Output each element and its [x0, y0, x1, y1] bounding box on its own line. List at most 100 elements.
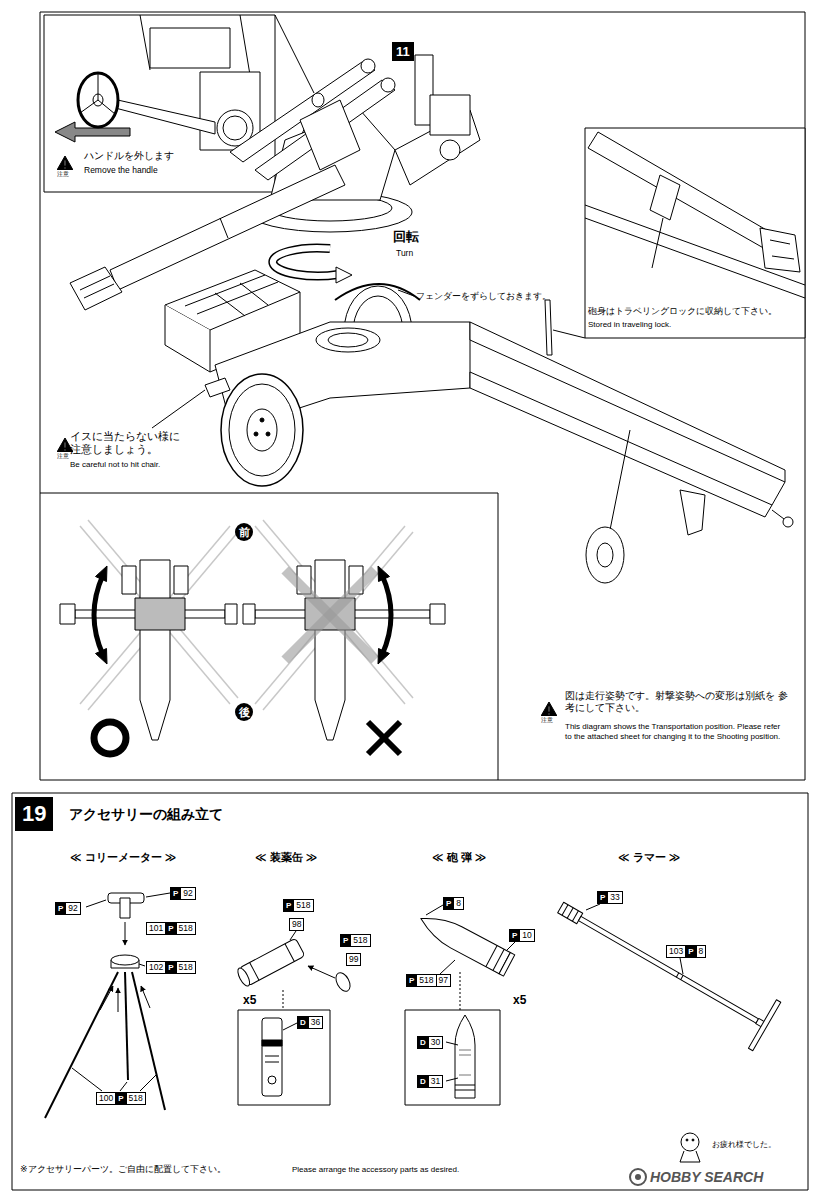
inset-handle	[275, 15, 314, 93]
part-number: 103	[666, 945, 686, 958]
part-number: 10	[519, 929, 534, 942]
charge-can	[268, 1076, 276, 1084]
part-number: 518	[293, 899, 313, 912]
top-view-ok	[135, 598, 185, 630]
top-view-ng	[378, 566, 390, 582]
mascot	[680, 1151, 700, 1162]
part-number: 518	[416, 974, 436, 987]
rammer	[676, 973, 679, 977]
warning-caption: 注意	[57, 171, 69, 178]
watermark: HOBBY SEARCH	[650, 1169, 763, 1186]
part-number: 92	[65, 902, 80, 915]
note-text: ※アクセサリーパーツ。ご自由に配置して下さい。	[20, 1164, 226, 1175]
carriage	[266, 432, 270, 436]
warning-icon	[57, 156, 73, 170]
shell	[455, 1085, 475, 1086]
carriage	[553, 330, 585, 338]
panel-frame	[498, 493, 499, 780]
inset-lock	[588, 132, 775, 250]
carriage	[597, 543, 613, 567]
note-text: フェンダーをずらしておきます。	[416, 291, 551, 302]
carriage	[215, 293, 245, 316]
carriage	[328, 333, 368, 347]
carriage	[165, 305, 210, 372]
charge-can	[333, 970, 353, 993]
rammer	[562, 905, 568, 915]
turn-arrow	[273, 248, 352, 283]
charge-can	[283, 990, 284, 1010]
shell	[455, 1090, 475, 1091]
watermark-logo	[635, 1174, 641, 1180]
part-number: 518	[176, 961, 196, 974]
collimator	[120, 898, 130, 918]
inset-handle	[44, 15, 275, 192]
inset-handle	[78, 73, 118, 127]
carriage	[316, 328, 380, 352]
charge-can	[236, 938, 305, 988]
inset-lock	[585, 205, 805, 285]
charge-can	[238, 1010, 330, 1105]
howitzer-upper	[312, 93, 324, 107]
howitzer-upper	[70, 55, 480, 310]
part-number: 518	[350, 934, 370, 947]
mascot	[680, 1133, 700, 1162]
howitzer-upper	[110, 165, 345, 290]
inset-lock	[760, 228, 800, 272]
part-number: 99	[346, 953, 361, 966]
note-text: Stored in traveling lock.	[588, 320, 671, 330]
carriage	[586, 527, 624, 583]
howitzer-upper	[70, 267, 122, 310]
top-view-ng	[285, 570, 375, 660]
part-number: 30	[428, 1036, 443, 1049]
howitzer-upper	[84, 284, 114, 298]
inset-handle	[150, 28, 230, 68]
top-view-ng	[243, 520, 445, 754]
charge-can	[283, 1023, 297, 1030]
top-view-ok	[60, 604, 75, 624]
mascot	[692, 1139, 694, 1141]
carriage	[610, 430, 630, 530]
part-number: 98	[289, 918, 304, 931]
shell	[459, 1055, 471, 1056]
inset-handle	[240, 15, 250, 75]
inset-handle	[80, 100, 98, 113]
howitzer-upper	[361, 59, 375, 73]
part-number: 102	[146, 961, 166, 974]
howitzer-upper	[220, 218, 228, 238]
collimator	[141, 986, 150, 1008]
note-text: Turn	[396, 248, 413, 258]
part-number: 518	[176, 922, 196, 935]
charge-can	[262, 1040, 282, 1046]
panel-frame	[12, 793, 808, 1190]
note-text: Remove the handle	[84, 165, 158, 175]
warning-caption: 注意	[541, 717, 553, 724]
note-text: イスに当たらない様に 注意しましょう。	[70, 430, 188, 455]
section-label: ≪ ラマー ≫	[618, 851, 680, 864]
panel-frame	[40, 12, 805, 780]
top-view-ng	[430, 604, 445, 624]
note-text: ハンドルを外します	[84, 150, 174, 162]
quantity: x5	[513, 993, 526, 1007]
collimator	[139, 964, 145, 966]
part-number: 8	[696, 945, 707, 958]
shell	[459, 1050, 471, 1051]
carriage	[205, 378, 230, 397]
section-label: 回転	[393, 229, 419, 245]
part-number: 518	[126, 1092, 146, 1105]
collimator	[100, 986, 113, 1010]
inset-handle	[98, 100, 115, 114]
shell	[460, 972, 461, 1010]
collimator	[118, 988, 119, 1012]
note-text: 図は走行姿勢です。射撃姿勢への変形は別紙を 参考にして下さい。	[565, 690, 797, 714]
panel-frame	[12, 12, 808, 1190]
note-text: お疲れ様でした。	[712, 1140, 776, 1150]
section-label: ≪ 装薬缶 ≫	[255, 851, 317, 864]
inset-handle	[223, 116, 247, 140]
collimator	[45, 972, 118, 1118]
part-number: 101	[146, 922, 166, 935]
top-view-ok	[94, 575, 103, 655]
rammer	[572, 911, 578, 921]
top-view-ok	[122, 566, 136, 594]
